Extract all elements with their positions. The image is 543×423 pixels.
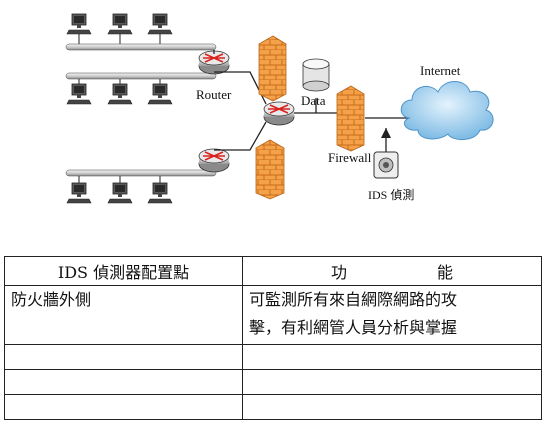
connection-lines (213, 50, 414, 152)
arrow-up-icon (381, 128, 391, 138)
firewall-icon-top (258, 35, 287, 102)
header-location: IDS 偵測器配置點 (4, 256, 243, 286)
table-row (4, 369, 542, 395)
network-bus (65, 169, 217, 177)
router-label: Router (196, 87, 232, 102)
internet-cloud-icon (400, 81, 494, 140)
router-icon-top (198, 50, 230, 75)
function-cell: 可監測所有來自網際網路的攻 擊，有利網管人員分析與掌握 (242, 285, 542, 345)
table-header-row: IDS 偵測器配置點 功能 (4, 256, 542, 286)
table-row: 防火牆外側 可監測所有來自網際網路的攻 擊，有利網管人員分析與掌握 (4, 285, 542, 345)
function-cell (242, 394, 542, 420)
table-row (4, 344, 542, 370)
database-icon (302, 58, 330, 92)
network-diagram: Router Data Firewall Internet IDS 偵測 (65, 13, 494, 204)
location-cell (4, 394, 243, 420)
table-row (4, 394, 542, 420)
header-function: 功能 (242, 256, 542, 286)
ids-placement-table: IDS 偵測器配置點 功能 防火牆外側 可監測所有來自網際網路的攻 擊，有利網管… (4, 256, 542, 420)
firewall-icon-main (336, 85, 365, 152)
function-cell (242, 369, 542, 395)
ids-sensor-icon (373, 151, 399, 179)
firewall-label: Firewall (328, 150, 372, 165)
router-icon-core (263, 101, 295, 126)
location-cell (4, 344, 243, 370)
internet-label: Internet (420, 63, 461, 78)
network-bus (65, 72, 217, 80)
function-cell (242, 344, 542, 370)
network-bus (65, 43, 217, 51)
workstation-group-top (65, 13, 217, 105)
firewall-icon-bottom (255, 139, 285, 200)
ids-label: IDS 偵測 (368, 188, 414, 202)
location-cell (4, 369, 243, 395)
router-icon-bottom (198, 148, 230, 173)
workstation-group-bottom (65, 169, 217, 204)
data-label: Data (301, 93, 326, 108)
location-cell: 防火牆外側 (4, 285, 243, 345)
